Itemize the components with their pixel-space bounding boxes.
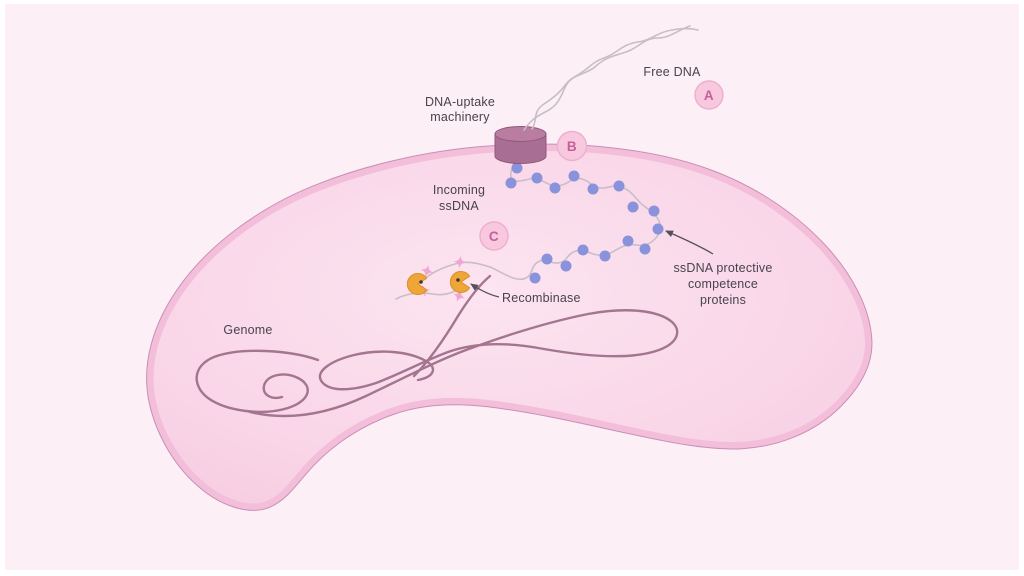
ssdna-bead (613, 180, 625, 192)
ssdna-bead (599, 250, 611, 262)
ssdna-bead (639, 243, 651, 255)
recombinase-eye-2 (456, 278, 460, 282)
genome-left-loop (195, 349, 320, 414)
incoming-ssdna-label-line1: Incoming (433, 183, 485, 197)
badge-a-circle (694, 80, 724, 110)
genome-label-text: Genome (223, 323, 272, 337)
badge-c: C (479, 221, 509, 251)
ssdna-bead (560, 260, 572, 272)
badge-a-letter: A (704, 88, 714, 103)
dna-uptake-label-line2: machinery (430, 110, 490, 124)
badge-c-circle (479, 221, 509, 251)
recombinase-protein-1 (406, 273, 428, 295)
ssdna-bead (587, 183, 599, 195)
protective-proteins-label-line3: proteins (700, 293, 746, 307)
bacterial-cell (146, 143, 873, 511)
ssdna-bead (505, 177, 517, 189)
uptake-cylinder-body (494, 133, 547, 164)
free-dna-strands (523, 25, 699, 131)
ssdna-bead (529, 272, 541, 284)
ssdna-bead (531, 172, 543, 184)
ssdna-bead (511, 162, 523, 174)
protective-proteins-label: ssDNA protective competence proteins (673, 261, 772, 307)
free-dna-strand-1 (523, 27, 699, 131)
free-dna-label: Free DNA (643, 65, 701, 79)
ssdna-bead (541, 253, 553, 265)
recombinase-proteins (406, 271, 471, 295)
free-dna-strand-2 (531, 25, 691, 130)
recombinase-label-text: Recombinase (502, 291, 581, 305)
dna-uptake-label-line1: DNA-uptake (425, 95, 495, 109)
ssdna-bead (648, 205, 660, 217)
protective-proteins-arrow (665, 230, 714, 255)
ssdna-bead (627, 201, 639, 213)
badge-b-letter: B (567, 139, 577, 154)
incoming-ssdna-chain (395, 159, 664, 300)
genome-label: Genome (223, 323, 272, 337)
badge-b: B (556, 130, 588, 162)
genome-tangle (195, 274, 679, 418)
recombinase-pointer (470, 283, 500, 298)
ssdna-bead (568, 170, 580, 182)
protective-proteins-label-line2: competence (688, 277, 758, 291)
incoming-ssdna-label: Incoming ssDNA (433, 183, 485, 213)
ssdna-strand (422, 159, 662, 281)
incoming-ssdna-label-line2: ssDNA (439, 199, 479, 213)
ssdna-bead (577, 244, 589, 256)
recombinase-label: Recombinase (502, 291, 581, 305)
ssdna-bead (622, 235, 634, 247)
genome-main-sweep (248, 309, 679, 418)
cell-membrane-band (147, 144, 872, 510)
badge-c-letter: C (489, 229, 499, 244)
free-dna-label-text: Free DNA (643, 65, 701, 79)
ssdna-strand-lower (395, 285, 463, 300)
badge-b-circle (556, 130, 588, 162)
recombinase-protein-2 (449, 271, 471, 293)
protective-proteins-label-line1: ssDNA protective (673, 261, 772, 275)
dna-uptake-label: DNA-uptake machinery (425, 95, 495, 124)
dna-uptake-machinery (494, 126, 547, 164)
badge-a: A (694, 80, 724, 110)
recombinase-eye-1 (419, 280, 423, 284)
genome-rising-strand (412, 274, 492, 378)
uptake-cylinder-top (494, 126, 547, 142)
ssdna-bead (652, 223, 664, 235)
ssdna-bead (549, 182, 561, 194)
